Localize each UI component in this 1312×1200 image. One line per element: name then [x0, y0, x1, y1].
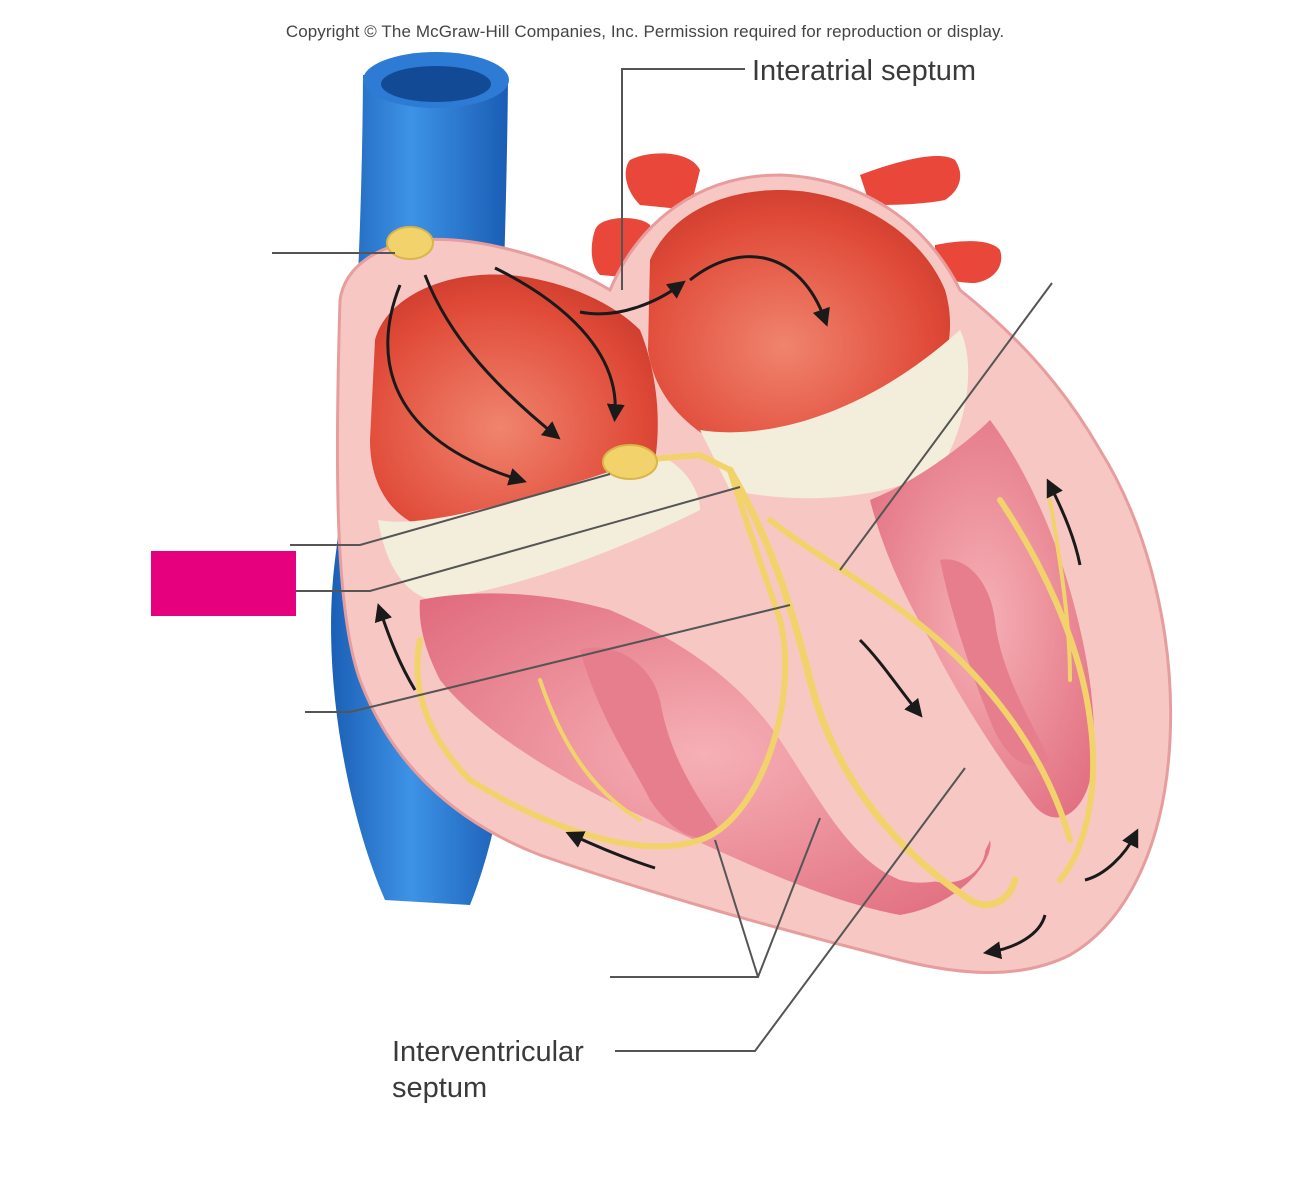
av-node [602, 444, 658, 480]
papillary-muscle [940, 559, 1050, 766]
right-ventricle [419, 593, 991, 915]
interatrial-septum-label: Interatrial septum [752, 55, 977, 87]
impulse-arrows [374, 255, 1139, 960]
papillary-muscle [580, 647, 720, 839]
sa-node [386, 226, 434, 260]
copyright-notice: Copyright © The McGraw-Hill Companies, I… [285, 22, 1005, 41]
leader-lines [272, 68, 1053, 1052]
conduction-system [414, 451, 1097, 909]
mitral-valve [700, 330, 969, 499]
right-atrium [370, 274, 658, 530]
left-atrium [648, 190, 951, 450]
label-redaction-box [151, 551, 296, 616]
tricuspid-valve [378, 455, 700, 600]
interventricular-septum-label: Interventricular septum [392, 1034, 632, 1106]
interventricular-septum-wall [700, 470, 986, 883]
interventricular-septum-label-line1: Interventricular [392, 1036, 584, 1068]
interventricular-septum-label-line2: septum [392, 1072, 488, 1104]
